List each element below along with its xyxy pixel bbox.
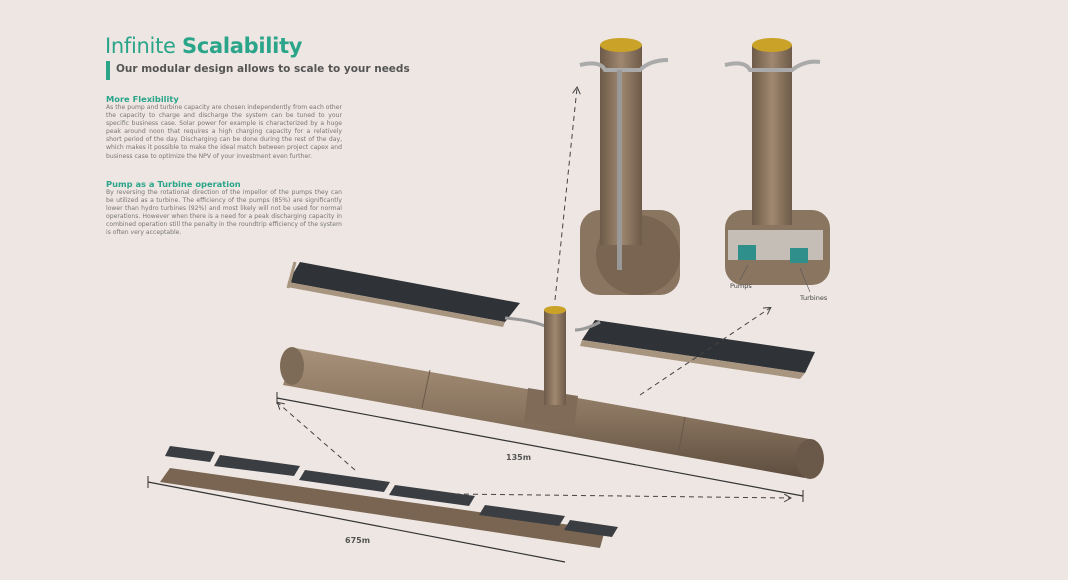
section-body-flexibility: As the pump and turbine capacity are cho… (106, 104, 342, 160)
page-title: Infinite Scalability (105, 34, 303, 58)
dimension-line-675m (147, 481, 566, 563)
section-heading-pump-turbine: Pump as a Turbine operation (106, 179, 241, 189)
dimension-line-135m (276, 397, 804, 497)
title-bold: Scalability (182, 34, 303, 58)
section-body-pump-turbine: By reversing the rotational direction of… (106, 189, 342, 237)
tower-cutaway-open (724, 38, 830, 285)
module-length-label: 135m (506, 453, 532, 462)
solar-panel-right (580, 320, 815, 379)
subtitle-accent-bar (106, 61, 110, 80)
section-heading-flexibility: More Flexibility (106, 94, 179, 104)
pumps-label: Pumps (730, 282, 752, 290)
array-length-label: 675m (345, 536, 371, 545)
solar-panel-left (286, 261, 520, 327)
turbines-leader (799, 267, 811, 293)
solar-array (160, 446, 618, 548)
turbines-label: Turbines (800, 294, 828, 302)
subtitle: Our modular design allows to scale to yo… (116, 63, 410, 75)
tower-cutaway-closed (579, 38, 680, 295)
small-tower (504, 306, 601, 405)
title-light: Infinite (105, 34, 176, 58)
zoom-arrows (278, 88, 790, 498)
pumps-leader (739, 264, 749, 281)
